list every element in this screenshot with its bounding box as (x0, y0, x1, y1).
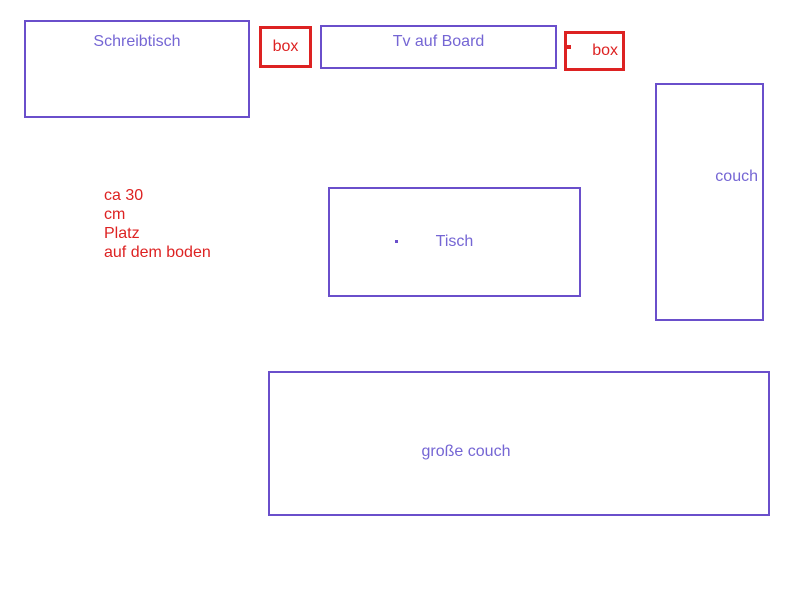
shape-box-1[interactable]: box (259, 26, 312, 68)
shape-grosse-couch[interactable]: große couch (268, 371, 770, 516)
annotation-line-1: ca 30 (104, 187, 144, 204)
floor-space-annotation: ca 30 cm Platz auf dem boden (104, 186, 211, 262)
annotation-line-3: Platz (104, 225, 140, 242)
annotation-line-2: cm (104, 206, 126, 223)
couch-label: couch (715, 168, 758, 185)
shape-box-2[interactable]: box (564, 31, 625, 71)
tv-auf-board-label: Tv auf Board (392, 33, 485, 50)
box-2-dot-mark (567, 45, 571, 49)
tisch-dot-mark (395, 240, 398, 243)
box-2-label: box (592, 42, 618, 59)
grosse-couch-label: große couch (421, 443, 511, 460)
shape-couch[interactable]: couch (655, 83, 764, 321)
tisch-label: Tisch (435, 233, 474, 250)
shape-tv-auf-board[interactable]: Tv auf Board (320, 25, 557, 69)
shape-schreibtisch[interactable]: Schreibtisch (24, 20, 250, 118)
box-1-label: box (272, 38, 299, 55)
shape-tisch[interactable]: Tisch (328, 187, 581, 297)
schreibtisch-label: Schreibtisch (93, 33, 181, 50)
annotation-line-4: auf dem boden (104, 244, 211, 261)
